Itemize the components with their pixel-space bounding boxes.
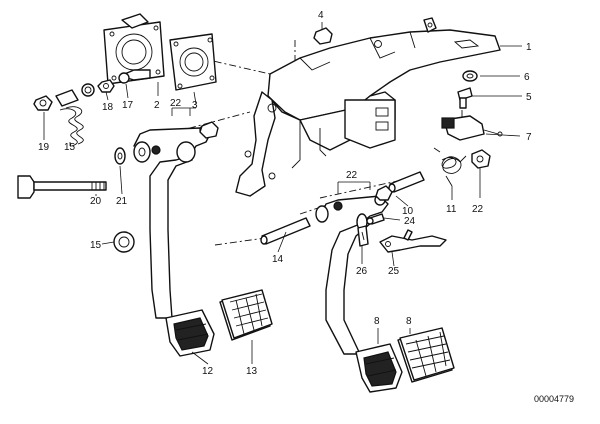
return-spring-11	[433, 147, 467, 187]
callout-22-top: 22	[170, 98, 182, 109]
plug-15	[113, 231, 135, 253]
callout-21: 21	[116, 196, 128, 207]
callout-18: 18	[102, 102, 114, 113]
switch-7	[441, 115, 503, 141]
stud-17	[118, 69, 151, 84]
callout-7: 7	[526, 132, 532, 143]
bushing-22-center	[375, 185, 393, 201]
callout-24: 24	[404, 216, 416, 227]
pin-24	[366, 213, 385, 225]
callout-4: 4	[318, 10, 324, 21]
leader-lines	[43, 22, 522, 365]
nut-18	[97, 79, 115, 93]
clutch-pedal-12	[133, 124, 215, 357]
lever-25	[379, 229, 447, 253]
gasket-plate-2	[103, 13, 165, 85]
callout-20: 20	[90, 196, 102, 207]
bushing-22-left	[199, 121, 219, 139]
callout-12: 12	[202, 366, 214, 377]
callout-labels: 1 6 5 7 4 2 3 22 17 18 19 15 20 21 15 12…	[38, 10, 532, 377]
callout-14: 14	[272, 254, 284, 265]
callout-11: 11	[446, 204, 457, 215]
sleeve-10	[388, 171, 425, 193]
callout-26: 26	[356, 266, 368, 277]
callout-6: 6	[524, 72, 530, 83]
callout-25: 25	[388, 266, 400, 277]
nut-4	[313, 27, 333, 45]
callout-3: 3	[192, 100, 198, 111]
spring-15	[55, 83, 95, 147]
callout-13: 13	[246, 366, 258, 377]
callout-5: 5	[526, 92, 532, 103]
callout-8-right: 8	[406, 316, 412, 327]
bolt-5	[457, 87, 473, 109]
callout-10: 10	[402, 206, 414, 217]
brake-pedal-8	[315, 194, 403, 393]
clip-26	[357, 225, 369, 247]
washer-6	[462, 70, 478, 82]
pin-14	[260, 217, 311, 245]
callout-1: 1	[526, 42, 532, 53]
bolt-20	[17, 175, 107, 199]
callout-15-bottom: 15	[90, 240, 102, 251]
pedal-pad-8	[397, 327, 455, 383]
pedal-pad-13	[219, 289, 273, 341]
callout-8-left: 8	[374, 316, 380, 327]
gasket-plate-3	[169, 33, 217, 91]
callout-22-right: 22	[472, 204, 484, 215]
callout-17: 17	[122, 100, 134, 111]
callout-23: 22	[346, 170, 358, 181]
callout-19: 19	[38, 142, 50, 153]
diagram-code: 00004779	[534, 394, 574, 404]
pedal-bracket	[235, 17, 501, 197]
bushing-22-right	[471, 149, 491, 169]
callout-2: 2	[154, 100, 160, 111]
callout-15-top: 15	[64, 142, 76, 153]
washer-21	[114, 147, 126, 165]
nut-19	[33, 95, 53, 111]
